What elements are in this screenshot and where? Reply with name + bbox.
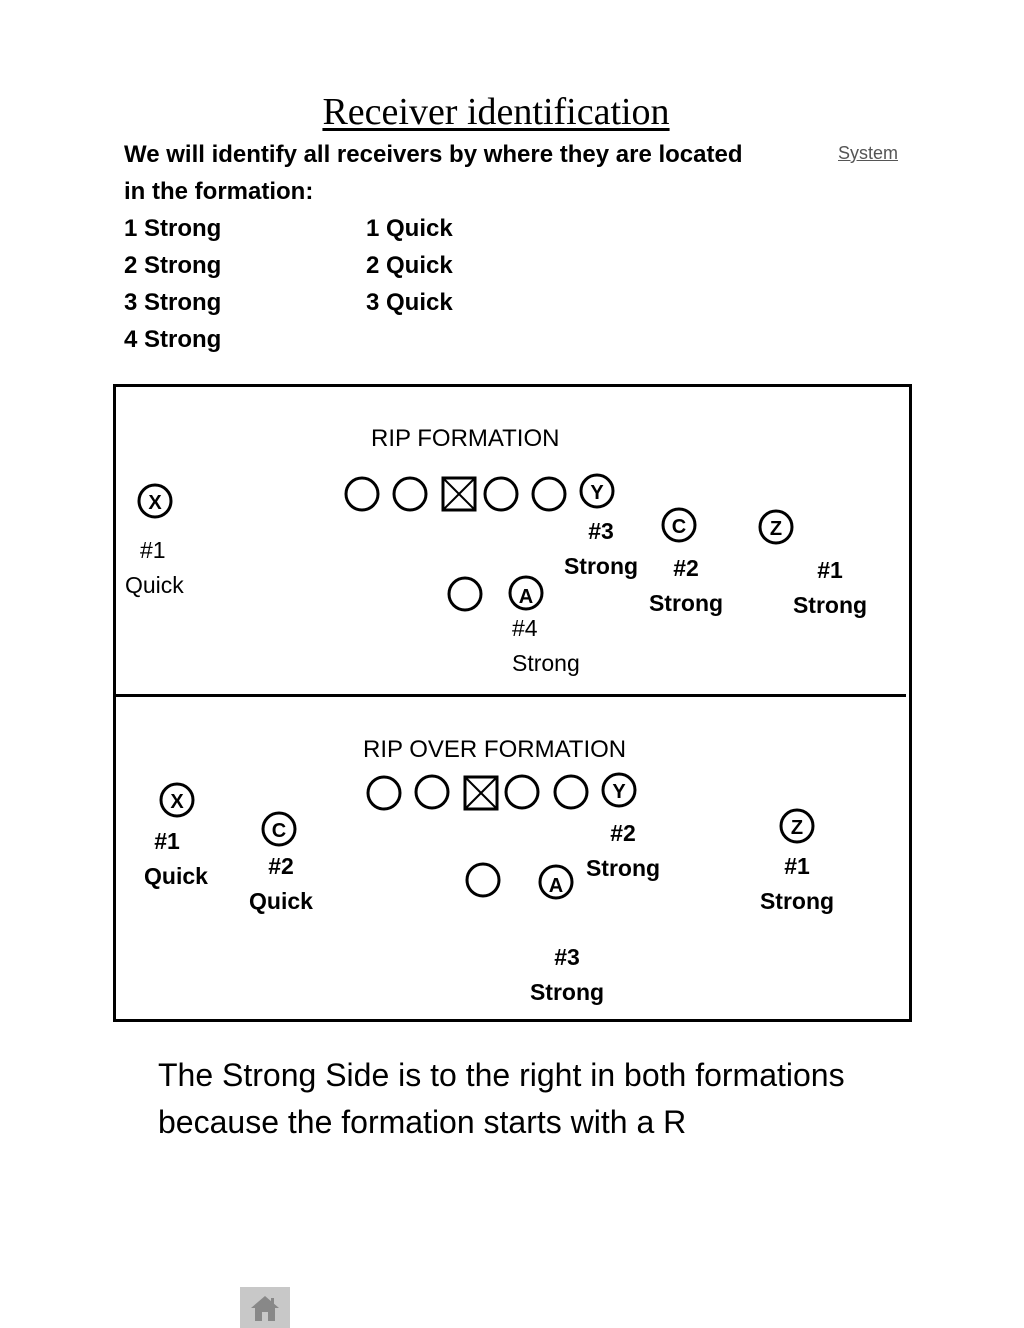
- rip-a-number: #4: [512, 615, 538, 641]
- house-icon: [251, 1295, 279, 1321]
- quick-item-3: 3 Quick: [366, 289, 453, 316]
- rip-over-a-role: Strong: [529, 979, 605, 1005]
- rip-over-z-role: Strong: [759, 888, 835, 914]
- player-y: [579, 473, 615, 509]
- rip-over-c-label: #2 Quick: [242, 849, 320, 919]
- rip-over-x-role: Quick: [144, 863, 208, 889]
- strong-item-1: 1 Strong: [124, 215, 222, 242]
- center-marker: [463, 775, 499, 811]
- player-z-letter: Z: [770, 518, 782, 540]
- player-x: [159, 782, 195, 818]
- note-line-1: The Strong Side is to the right in both …: [158, 1057, 845, 1093]
- rip-c-role: Strong: [648, 590, 724, 616]
- player-y-letter: Y: [590, 482, 604, 504]
- lineman: [483, 476, 519, 512]
- lineman: [504, 774, 540, 810]
- quick-item-2: 2 Quick: [366, 252, 453, 279]
- player-a: [508, 575, 544, 611]
- player-x-letter: X: [148, 492, 162, 514]
- rip-z-role: Strong: [792, 592, 868, 618]
- player-z: [758, 509, 794, 545]
- rip-y-label: #3 Strong: [561, 514, 641, 584]
- player-z-letter: Z: [791, 817, 803, 839]
- lineman: [344, 476, 380, 512]
- rip-formation-title: RIP FORMATION: [371, 425, 560, 452]
- quick-item-1: 1 Quick: [366, 215, 453, 242]
- rip-c-label: #2 Strong: [645, 551, 727, 621]
- lineman: [392, 476, 428, 512]
- intro-line-2: in the formation:: [124, 178, 314, 205]
- rip-over-c-number: #2: [268, 853, 294, 879]
- rip-y-number: #3: [588, 518, 614, 544]
- lineman: [366, 775, 402, 811]
- rip-over-y-role: Strong: [585, 855, 661, 881]
- strong-item-3: 3 Strong: [124, 289, 222, 316]
- note-line-2: because the formation starts with a R: [158, 1104, 687, 1140]
- player-a: [538, 864, 574, 900]
- rip-z-number: #1: [817, 557, 843, 583]
- rip-over-c-role: Quick: [249, 888, 313, 914]
- rip-z-label: #1 Strong: [789, 553, 871, 623]
- formation-diagram-frame: [113, 384, 912, 1022]
- rip-a-role: Strong: [512, 650, 580, 676]
- player-z: [779, 808, 815, 844]
- rip-over-x-label: #1 Quick: [136, 824, 216, 894]
- rip-over-a-label: #3 Strong: [526, 940, 608, 1010]
- player-a-letter: A: [519, 586, 533, 608]
- player-c: [261, 811, 297, 847]
- player-c-letter: C: [672, 516, 686, 538]
- back: [465, 862, 501, 898]
- player-c-letter: C: [272, 820, 286, 842]
- lineman: [414, 774, 450, 810]
- rip-over-y-label: #2 Strong: [583, 816, 663, 886]
- rip-over-z-label: #1 Strong: [756, 849, 838, 919]
- strong-side-note: The Strong Side is to the right in both …: [158, 1052, 958, 1146]
- player-y-letter: Y: [612, 781, 626, 803]
- player-x-letter: X: [170, 791, 184, 813]
- rip-x-label: #1 Quick: [125, 533, 184, 603]
- rip-over-a-number: #3: [554, 944, 580, 970]
- rip-over-z-number: #1: [784, 853, 810, 879]
- strong-item-4: 4 Strong: [124, 326, 222, 353]
- system-link[interactable]: System: [838, 143, 899, 163]
- player-x: [137, 483, 173, 519]
- center-marker: [441, 476, 477, 512]
- rip-a-label: #4 Strong: [512, 611, 580, 681]
- page-title: Receiver identification: [322, 91, 670, 133]
- rip-over-y-number: #2: [610, 820, 636, 846]
- rip-c-number: #2: [673, 555, 699, 581]
- player-y: [601, 772, 637, 808]
- formation-divider: [116, 694, 906, 697]
- rip-x-number: #1: [140, 537, 166, 563]
- home-button[interactable]: [240, 1287, 290, 1328]
- rip-over-x-number: #1: [154, 828, 180, 854]
- back: [447, 576, 483, 612]
- player-c: [661, 507, 697, 543]
- player-a-letter: A: [549, 875, 563, 897]
- lineman: [553, 774, 589, 810]
- intro-line-1: We will identify all receivers by where …: [124, 141, 743, 168]
- rip-over-formation-title: RIP OVER FORMATION: [363, 736, 627, 763]
- rip-x-role: Quick: [125, 572, 184, 598]
- strong-item-2: 2 Strong: [124, 252, 222, 279]
- rip-y-role: Strong: [563, 553, 639, 579]
- lineman: [531, 476, 567, 512]
